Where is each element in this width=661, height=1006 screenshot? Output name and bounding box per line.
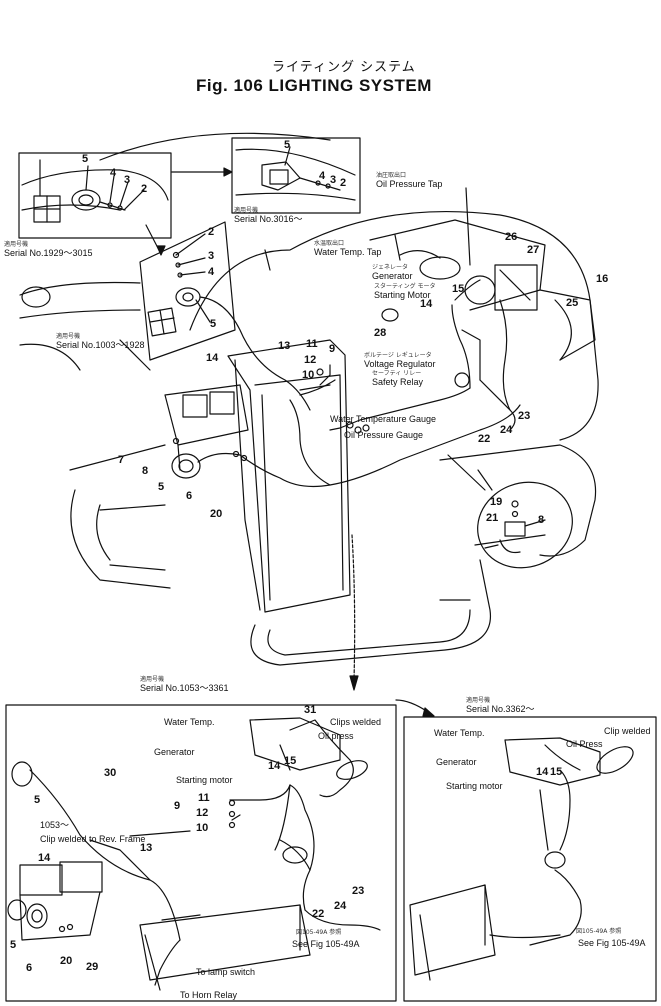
inset-serial-1053 — [6, 705, 396, 1001]
serial-label-3362: 適用号機 Serial No.3362～ — [466, 697, 535, 714]
callout-14c: 14 — [268, 760, 281, 772]
callout-15c: 15 — [284, 755, 297, 767]
serial-label-3016: 適用号機 Serial No.3016～ — [234, 207, 303, 224]
bl-clips-welded: Clips welded — [330, 717, 382, 727]
callout-11c: 11 — [198, 792, 210, 804]
label-oil-pressure-tap: 油圧取出口 Oil Pressure Tap — [376, 172, 443, 189]
callout-15e: 15 — [550, 766, 563, 778]
callout-24: 24 — [500, 424, 513, 436]
inset-serial-3016 — [232, 138, 360, 213]
label-oil-pressure-gauge: Oil Pressure Gauge — [344, 430, 424, 440]
callout-14e: 14 — [536, 766, 549, 778]
callout-25: 25 — [566, 297, 579, 309]
callout-2b: 2 — [340, 177, 347, 189]
callout-28: 28 — [374, 327, 387, 339]
callout-3c: 3 — [208, 250, 215, 262]
callout-14: 14 — [206, 352, 219, 364]
label-safety-relay: セーフティ リレー Safety Relay — [372, 370, 424, 387]
label-water-temp-tap: 水温取出口 Water Temp. Tap — [314, 240, 382, 257]
callout-14d: 14 — [38, 852, 51, 864]
bl-generator: Generator — [154, 747, 195, 757]
bl-see-fig: See Fig 105-49A — [292, 939, 360, 949]
br-water-temp: Water Temp. — [434, 728, 485, 738]
bl-to-horn-relay: To Horn Relay — [180, 990, 238, 1000]
inset-serial-1003 — [140, 222, 310, 410]
callout-10: 10 — [302, 369, 315, 381]
callout-21c: 20 — [60, 955, 73, 967]
inset-serial-3362 — [404, 717, 656, 1001]
bl-water-temp: Water Temp. — [164, 717, 215, 727]
callout-7: 7 — [118, 454, 125, 466]
callout-6c: 6 — [26, 962, 33, 974]
callout-15: 15 — [452, 283, 465, 295]
bl-oil-press: Oil press — [318, 731, 354, 741]
callout-23: 23 — [518, 410, 531, 422]
callout-11: 11 — [306, 338, 318, 350]
callout-9c: 9 — [174, 800, 181, 812]
callout-4c: 4 — [208, 266, 215, 278]
bl-to-lamp-switch: To lamp switch — [196, 967, 256, 977]
label-starting-motor: スターティング モータ Starting Motor — [374, 283, 436, 300]
callout-9: 9 — [329, 343, 336, 355]
callout-10c: 10 — [196, 822, 209, 834]
br-starting-motor: Starting motor — [446, 781, 503, 791]
callout-24c: 24 — [334, 900, 347, 912]
callout-5d: 5 — [158, 481, 165, 493]
callout-12c: 12 — [196, 807, 209, 819]
callout-27: 27 — [527, 244, 540, 256]
page-title: Fig. 106 LIGHTING SYSTEM — [196, 76, 432, 95]
br-generator: Generator — [436, 757, 477, 767]
callout-22: 22 — [478, 433, 491, 445]
callout-6: 6 — [186, 490, 193, 502]
callout-5: 5 — [82, 153, 89, 165]
bl-clip-welded-rev-frame: Clip welded to Rev. Frame — [40, 834, 146, 844]
br-see-fig: See Fig 105-49A — [578, 938, 646, 948]
label-generator: ジェネレータ Generator — [372, 264, 413, 281]
callout-4: 4 — [110, 167, 117, 179]
serial-label-1003: 適用号機 Serial No.1003～1928 — [56, 333, 145, 350]
detail-circle — [448, 455, 584, 581]
callout-8b: 8 — [538, 514, 545, 526]
callout-14b: 14 — [420, 298, 433, 310]
bl-ref-jp: 図105-49A 参照 — [296, 929, 342, 936]
callout-29: 29 — [86, 961, 99, 973]
callout-5e: 5 — [34, 794, 41, 806]
callout-13c: 13 — [140, 842, 153, 854]
callout-2: 2 — [141, 183, 148, 195]
label-water-temperature-gauge: Water Temperature Gauge — [330, 414, 437, 424]
callout-21: 20 — [210, 508, 223, 520]
callout-19: 19 — [490, 496, 503, 508]
inset-serial-1929 — [19, 153, 171, 238]
callout-30: 30 — [104, 767, 117, 779]
title-japanese: ライティング システム — [272, 60, 416, 75]
callout-13: 13 — [278, 340, 291, 352]
serial-label-1929: 適用号機 Serial No.1929～3015 — [4, 241, 93, 258]
bl-starting-motor: Starting motor — [176, 775, 233, 785]
callout-26: 26 — [505, 231, 518, 243]
callout-5f: 5 — [10, 939, 17, 951]
callout-3b: 3 — [330, 174, 337, 186]
bl-serial-1053: 1053～ — [40, 820, 70, 830]
br-oil-press: Oil Press — [566, 739, 603, 749]
callout-5c: 5 — [210, 318, 217, 330]
callout-20: 21 — [486, 512, 499, 524]
br-ref-jp: 図105-49A 参照 — [576, 928, 622, 935]
callout-16: 16 — [596, 273, 609, 285]
br-clip-welded: Clip welded — [604, 726, 651, 736]
callout-23c: 23 — [352, 885, 365, 897]
callout-4b: 4 — [319, 170, 326, 182]
serial-label-1053: 適用号機 Serial No.1053～3361 — [140, 676, 229, 693]
callout-5b: 5 — [284, 139, 291, 151]
main-machine-drawing — [70, 133, 598, 716]
callout-31: 31 — [304, 704, 317, 716]
callout-22c: 22 — [312, 908, 325, 920]
callout-12: 12 — [304, 354, 317, 366]
callout-2c: 2 — [208, 226, 215, 238]
callout-8: 8 — [142, 465, 149, 477]
label-voltage-regulator: ボルテージ レギュレータ Voltage Regulator — [364, 352, 436, 369]
callout-3: 3 — [124, 174, 131, 186]
